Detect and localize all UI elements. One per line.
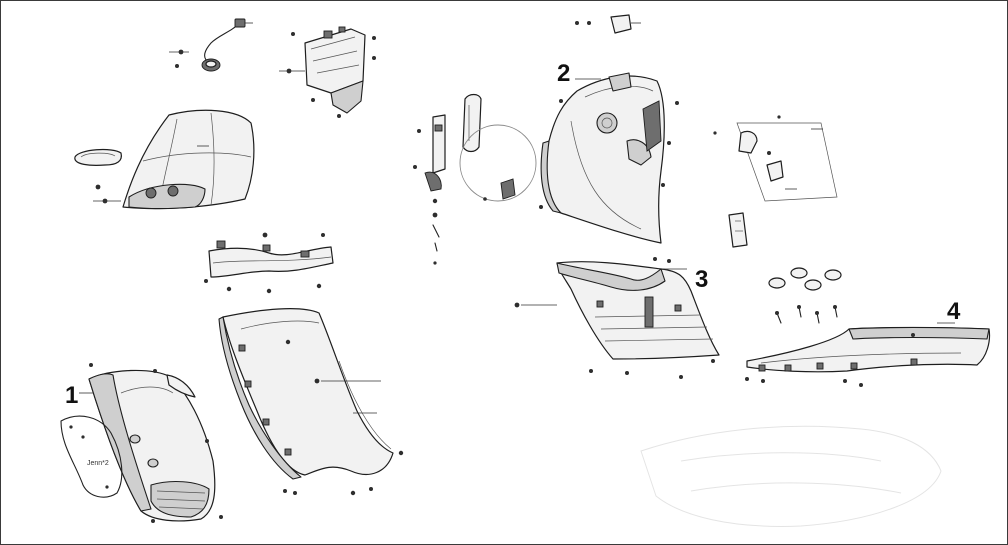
detail-circle	[459, 124, 537, 202]
callout-2: 2	[557, 60, 570, 87]
sticker-label: Jenn*2	[87, 460, 109, 467]
latch-pivot	[462, 93, 482, 153]
oval-trim	[74, 148, 122, 166]
callout-4: 4	[947, 298, 961, 325]
hinge-hardware-stack	[413, 114, 446, 265]
callout-1: 1	[65, 382, 78, 409]
ghost-outline	[640, 425, 942, 527]
part1-leg-shield	[79, 363, 223, 523]
storage-box-bracket	[279, 26, 376, 118]
front-top-cover	[93, 109, 255, 210]
sticker-gasket: Jenn*2	[60, 415, 123, 498]
cable-connector	[169, 18, 253, 72]
side-body-panel	[218, 308, 404, 496]
part3-floor-panel	[514, 257, 720, 379]
part2-inner-cover	[539, 14, 679, 244]
part4-step-floor	[745, 267, 991, 387]
callout-3: 3	[695, 266, 708, 293]
frame-bracket-rail	[204, 232, 334, 294]
hook-bracket-set	[713, 115, 838, 248]
